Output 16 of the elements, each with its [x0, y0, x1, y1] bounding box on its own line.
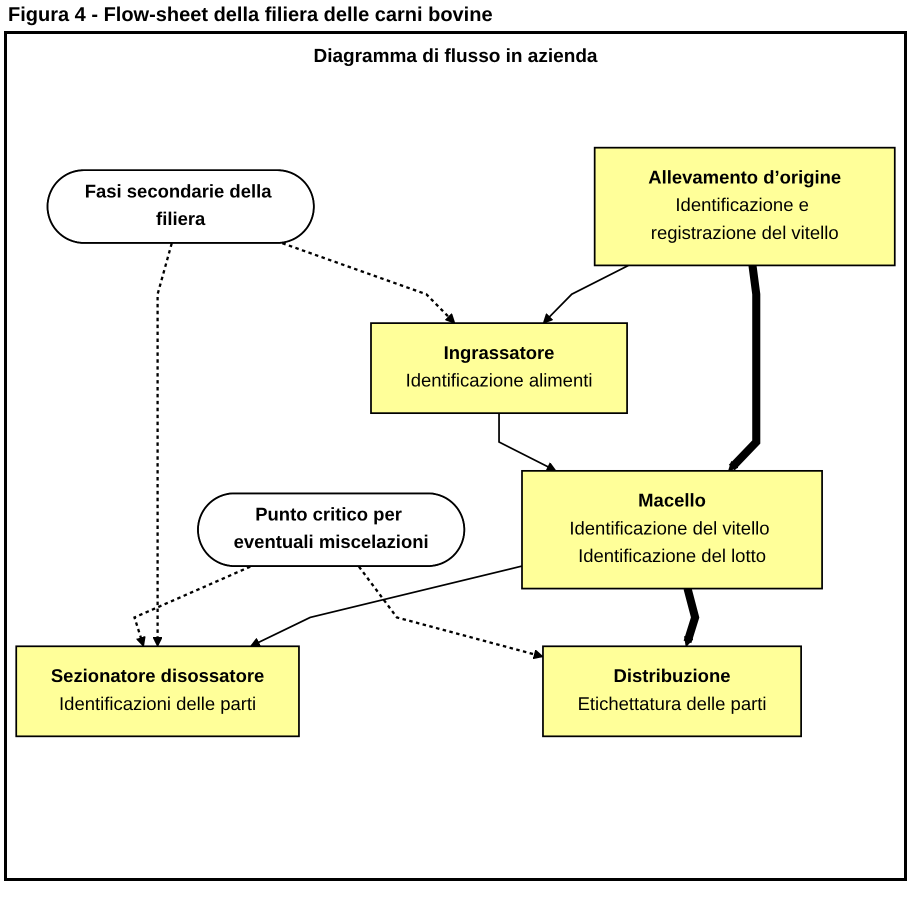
node-box: Macello Identificazione del vitello Identificazione del lotto: [521, 470, 823, 590]
node-box: Sezionatore disossatore Identificazioni delle parti: [15, 645, 300, 738]
arrow: [282, 242, 456, 324]
node-box: Distribuzione Etichettatura delle parti: [542, 645, 802, 738]
arrow: [728, 264, 760, 472]
diagram-heading: Diagramma di flusso in azienda: [313, 46, 598, 68]
figure-title: Figura 4 - Flow-sheet della filiera delle carni bovine: [7, 3, 494, 28]
arrow: [250, 565, 522, 647]
arrow: [152, 243, 173, 647]
arrow: [542, 264, 630, 324]
arrow: [498, 413, 556, 472]
arrow: [358, 566, 544, 660]
node-box: Ingrassatore Identificazione alimenti: [370, 322, 628, 414]
arrow: [684, 588, 700, 647]
arrow: [133, 566, 251, 647]
node-box: Allevamento d’origine Identificazione e registrazione del vitello: [594, 146, 896, 266]
